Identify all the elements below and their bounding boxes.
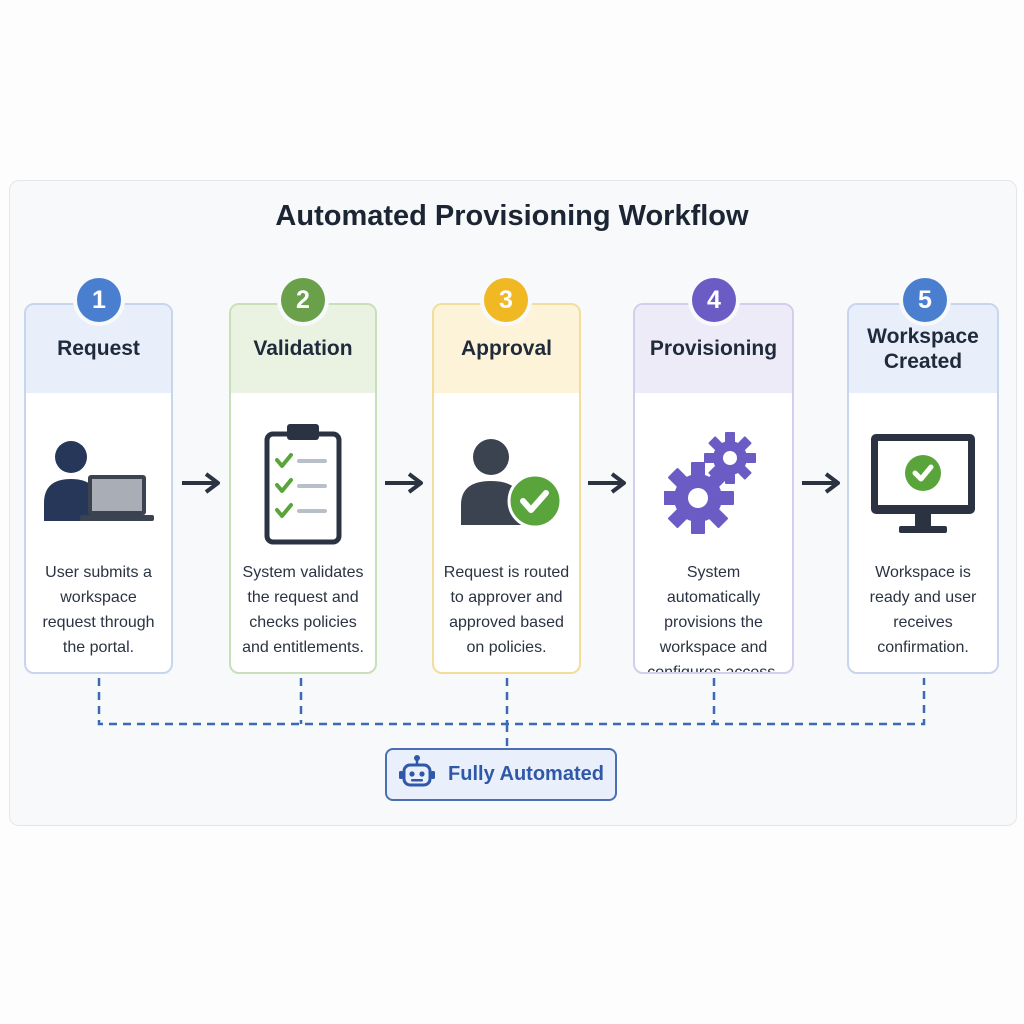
step-number-badge: 5 (903, 278, 947, 322)
arrow-right-icon (385, 472, 423, 494)
step-card-validation: Validation System validates the request … (229, 303, 377, 674)
step-description: Workspace is ready and user receives con… (869, 564, 977, 656)
step-description: Request is routed to approver and approv… (443, 564, 570, 656)
diagram-title: Automated Provisioning Workflow (275, 200, 749, 232)
step-number-badge: 2 (281, 278, 325, 322)
robot-icon (398, 755, 436, 794)
step-number-badge: 4 (692, 278, 736, 322)
user-approved-icon (434, 413, 579, 553)
gears-icon (635, 413, 792, 553)
clipboard-checklist-icon (231, 413, 375, 553)
step-number-badge: 3 (484, 278, 528, 322)
step-card-workspace-created: Workspace Created Workspace is ready and… (847, 303, 999, 674)
user-laptop-icon (26, 413, 171, 553)
fully-automated-label: Fully Automated (448, 763, 604, 785)
fully-automated-badge: Fully Automated (385, 748, 617, 801)
step-description: System validates the request and checks … (242, 564, 364, 656)
arrow-right-icon (182, 472, 220, 494)
step-description: User submits a workspace request through… (42, 564, 155, 656)
step-card-request: Request User submits a workspace request… (24, 303, 173, 674)
arrow-right-icon (802, 472, 840, 494)
arrow-right-icon (588, 472, 626, 494)
step-number-badge: 1 (77, 278, 121, 322)
step-description: System automatically provisions the work… (647, 564, 780, 674)
step-card-provisioning: Provisioning (633, 303, 794, 674)
monitor-check-icon (849, 413, 997, 553)
step-card-approval: Approval Request is routed to approver a… (432, 303, 581, 674)
